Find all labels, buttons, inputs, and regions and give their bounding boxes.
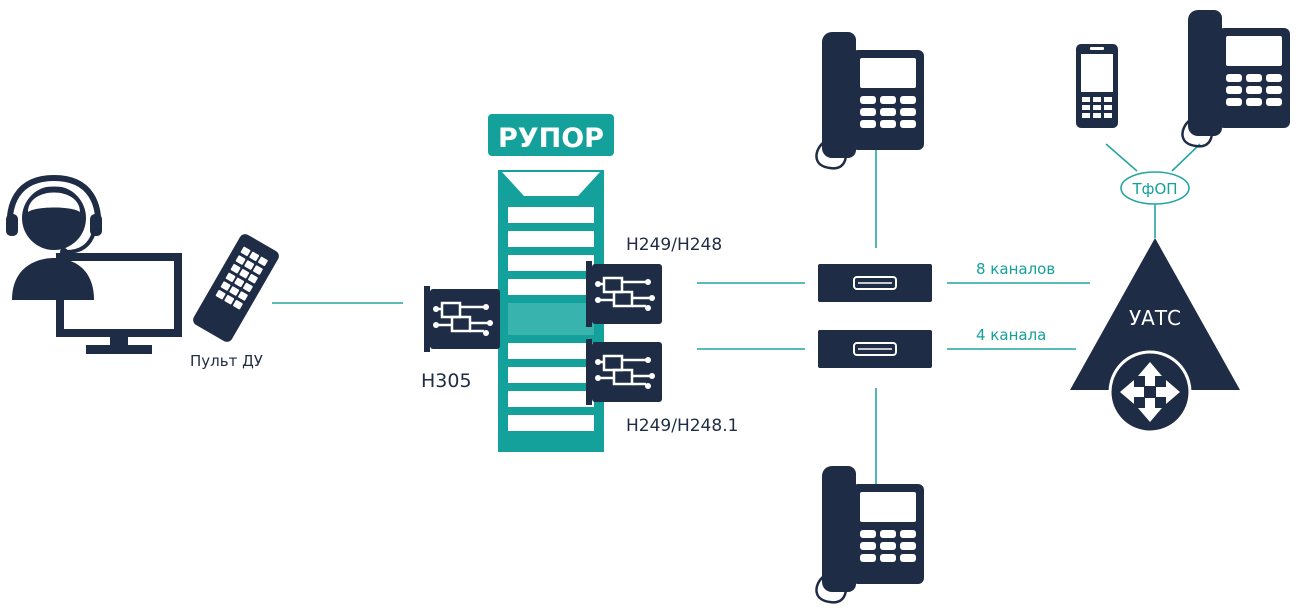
router-arrows-icon [1108, 350, 1192, 434]
card-h305 [422, 284, 502, 354]
link-pstn-to-mobile [1105, 143, 1138, 172]
remote-control-label: Пульт ДУ [190, 352, 263, 370]
mobile-phone-icon [1076, 44, 1118, 128]
operator-workstation [6, 175, 182, 354]
link-pstn-to-deskphone [1171, 143, 1201, 172]
card-h305-label: Н305 [421, 370, 472, 392]
channels-8-label: 8 каналов [976, 260, 1055, 278]
channels-4-label: 4 канала [976, 326, 1046, 344]
card-h249-h248 [584, 259, 664, 329]
pbx-label: УАТС [1129, 306, 1181, 330]
operator-with-headset-icon [6, 175, 102, 300]
card-h249-h248-label: Н249/Н248 [626, 235, 722, 255]
pbx-triangle-icon: УАТС [1070, 238, 1240, 434]
server-title: РУПОР [498, 123, 604, 154]
remote-control-icon [193, 234, 279, 342]
desk-phone-pstn-icon [1181, 8, 1292, 148]
gateway-device-bottom [817, 329, 933, 369]
card-h249-h2481-label: Н249/Н248.1 [626, 416, 738, 436]
desk-phone-top-icon [815, 30, 926, 170]
desk-phone-bottom-icon [815, 464, 926, 604]
gateway-device-top [817, 263, 933, 303]
pstn-label: ТфОП [1131, 180, 1177, 198]
pstn-node: ТфОП [1120, 171, 1190, 205]
card-h249-h2481 [584, 337, 664, 407]
